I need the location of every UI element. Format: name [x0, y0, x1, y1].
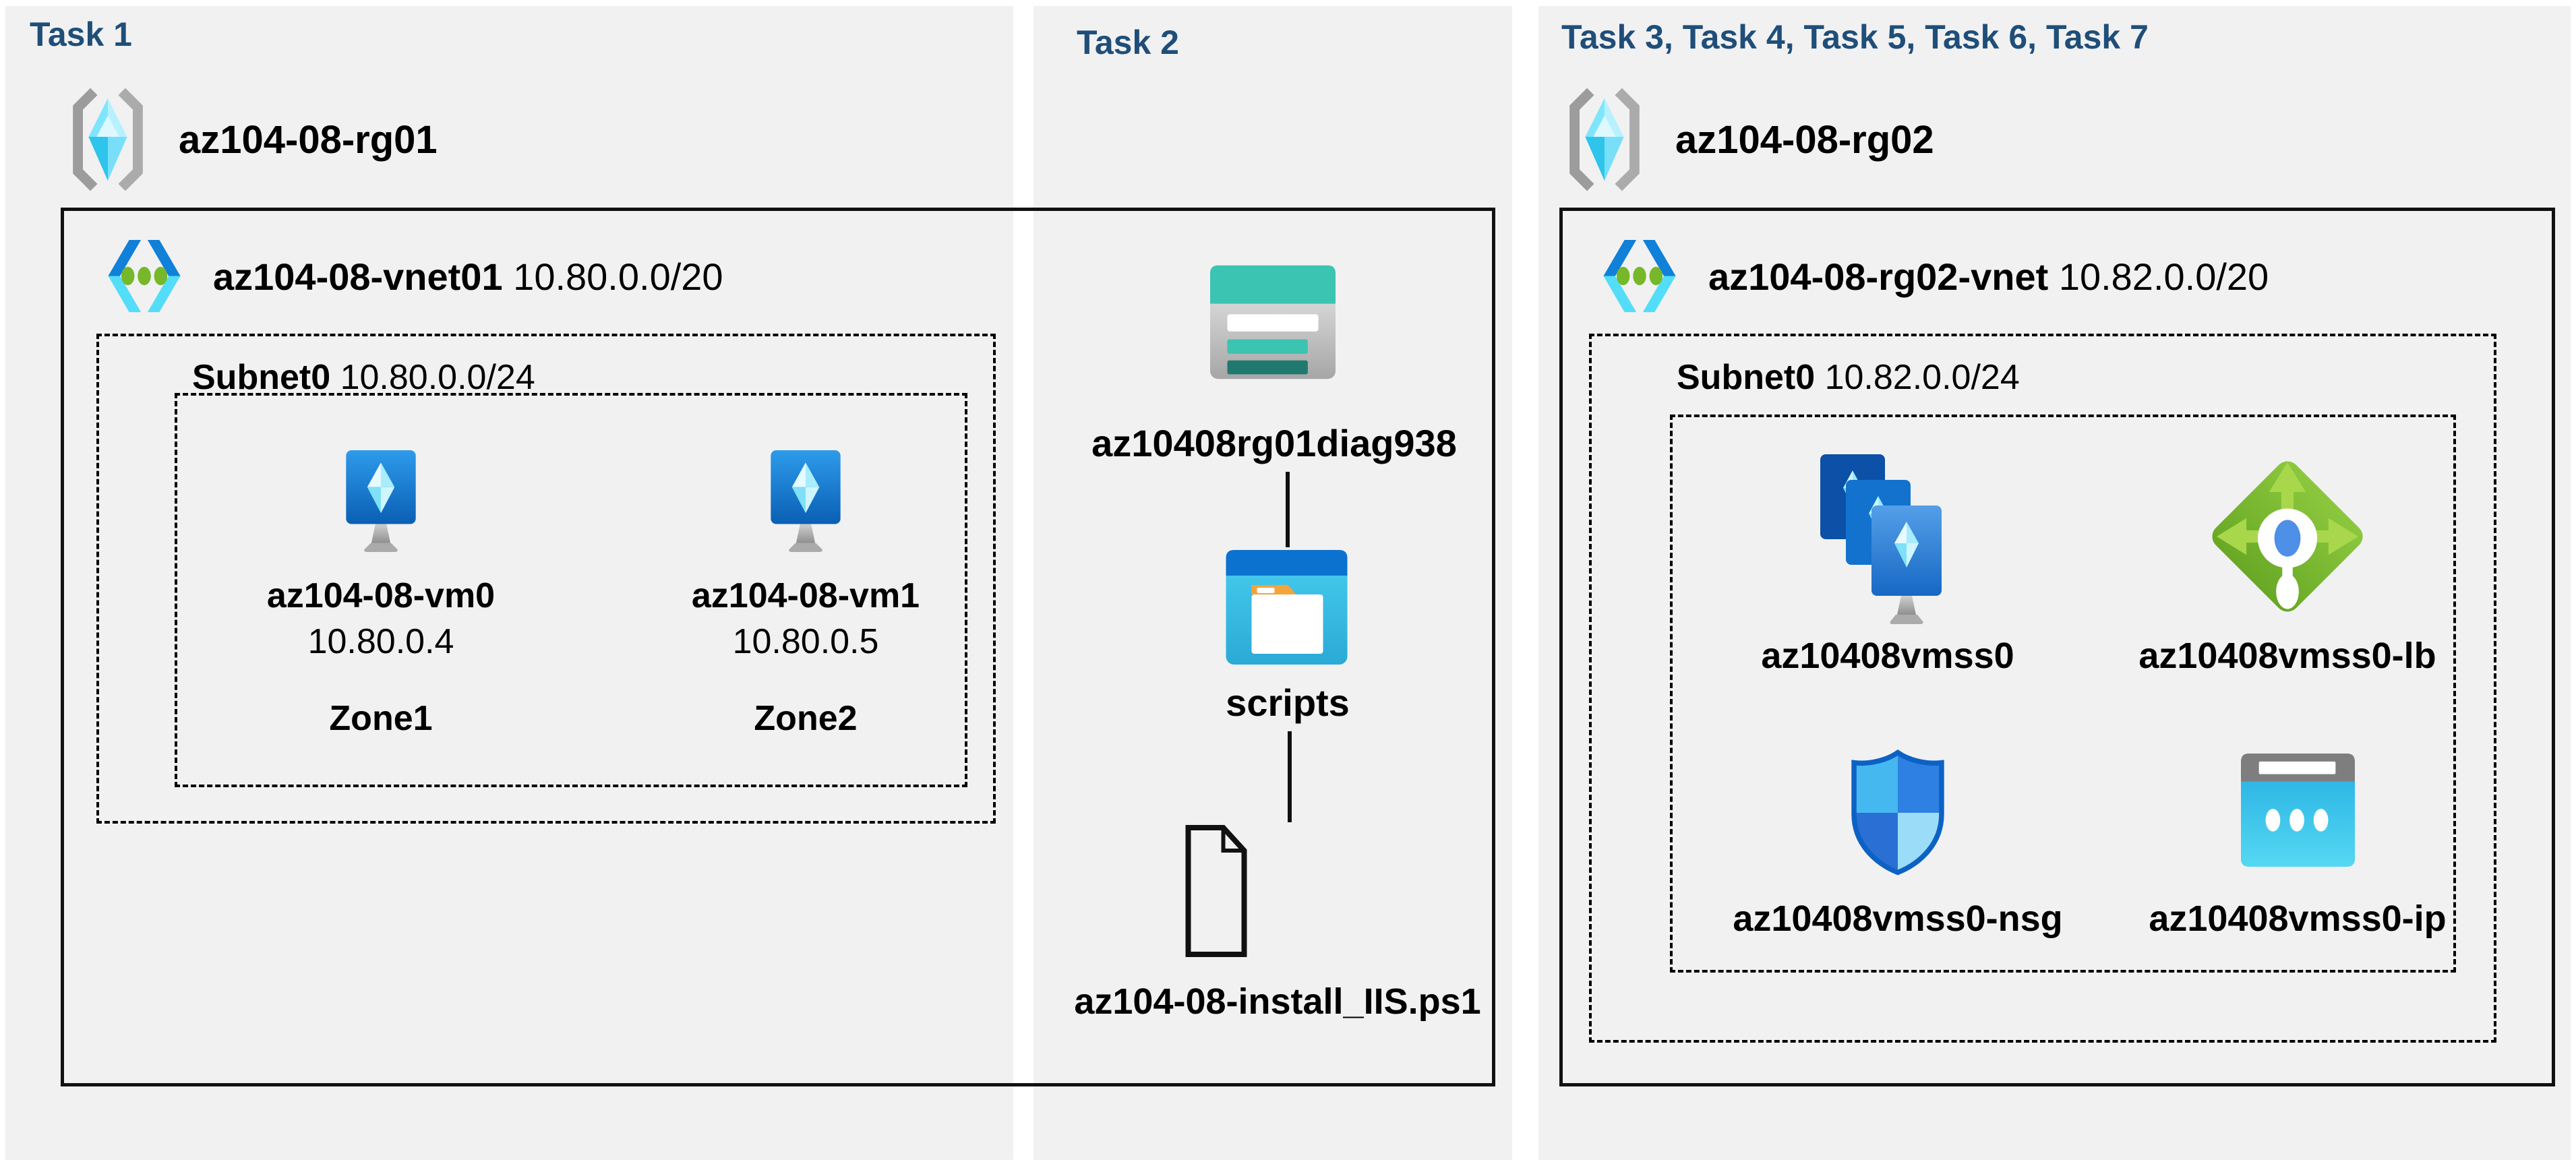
- resource-group-icon: [73, 88, 143, 191]
- vmss-name: az10408vmss0: [1761, 636, 2014, 676]
- container-name: scripts: [1226, 681, 1350, 724]
- vm0-zone: Zone1: [329, 699, 433, 738]
- virtual-machine-icon: [771, 450, 841, 552]
- vnet-2-label: az104-08-rg02-vnet 10.82.0.0/20: [1708, 255, 2269, 298]
- virtual-machine-icon: [346, 450, 416, 552]
- vm0-block: az104-08-vm0 10.80.0.4 Zone1: [266, 450, 496, 739]
- panel-task3: [1538, 6, 2571, 1160]
- panel-task1: [5, 6, 1013, 1160]
- script-file-name: az104-08-install_IIS.ps1: [1074, 981, 1481, 1022]
- subnet0-box-task1: [96, 334, 996, 824]
- vmss-resources-box: [1670, 415, 2456, 973]
- vmss-block: az10408vmss0: [1760, 445, 2016, 677]
- vm0-name: az104-08-vm0: [266, 576, 496, 615]
- nsg-name: az10408vmss0-nsg: [1733, 898, 2063, 939]
- resource-group-1-name: az104-08-rg01: [179, 117, 438, 162]
- resource-group-icon: [1569, 88, 1640, 191]
- load-balancer-icon: [2212, 461, 2363, 612]
- subnet0-label-task1: Subnet0 10.80.0.0/24: [192, 358, 535, 397]
- nsg-shield-icon: [1851, 749, 1944, 876]
- vm1-name: az104-08-vm1: [691, 576, 920, 615]
- script-file-icon: [1185, 825, 1247, 957]
- connector-scripts-to-file: [1288, 731, 1292, 822]
- vnet1-boundary-box: [61, 208, 1495, 1086]
- storage-account-name: az10408rg01diag938: [1091, 422, 1457, 464]
- connector-storage-to-scripts: [1286, 472, 1290, 547]
- vnet2-boundary-box: [1559, 208, 2555, 1086]
- vm1-block: az104-08-vm1 10.80.0.5 Zone2: [691, 450, 920, 739]
- resource-group-2: az104-08-rg02: [1561, 84, 1934, 195]
- subnet0-box-task3: [1589, 334, 2496, 1043]
- public-ip-block: az10408vmss0-ip: [2149, 740, 2447, 940]
- load-balancer-name: az10408vmss0-lb: [2138, 636, 2436, 676]
- vnet-2: az104-08-rg02-vnet 10.82.0.0/20: [1596, 235, 2269, 318]
- load-balancer-block: az10408vmss0-lb: [2138, 445, 2436, 677]
- resource-group-2-name: az104-08-rg02: [1675, 117, 1934, 162]
- vm1-ip: 10.80.0.5: [732, 622, 879, 661]
- vnet-1-label: az104-08-vnet01 10.80.0.0/20: [213, 255, 723, 298]
- zones-box: [175, 393, 967, 787]
- resource-group-1: az104-08-rg01: [64, 84, 438, 195]
- virtual-network-icon: [1603, 239, 1676, 313]
- task2-header: Task 2: [1077, 24, 1179, 61]
- public-ip-name: az10408vmss0-ip: [2149, 898, 2447, 939]
- vnet-1: az104-08-vnet01 10.80.0.0/20: [101, 235, 723, 318]
- task3-header: Task 3, Task 4, Task 5, Task 6, Task 7: [1561, 18, 2149, 56]
- nsg-block: az10408vmss0-nsg: [1733, 740, 2063, 940]
- subnet0-label-task3: Subnet0 10.82.0.0/24: [1677, 358, 2020, 397]
- task1-header: Task 1: [30, 16, 132, 53]
- public-ip-icon: [2240, 754, 2355, 867]
- virtual-network-icon: [108, 239, 181, 313]
- vm-scale-set-icon: [1820, 454, 1942, 624]
- blob-container-icon: [1226, 550, 1348, 665]
- vm0-ip: 10.80.0.4: [307, 622, 454, 661]
- storage-account-icon: [1210, 265, 1336, 379]
- vm1-zone: Zone2: [754, 699, 858, 738]
